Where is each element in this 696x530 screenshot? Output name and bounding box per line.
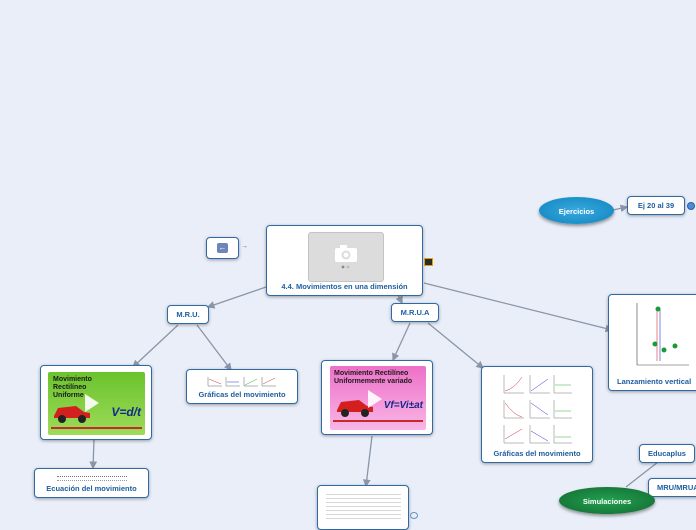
video-play-icon[interactable]	[85, 394, 99, 412]
mrua-video-node[interactable]: Movimiento Rectilíneo Uniformemente vari…	[321, 360, 433, 435]
mru-video-thumbnail[interactable]: Movimiento Rectilíneo Uniforme V=d/t	[48, 372, 145, 435]
mru-mrua-node[interactable]: MRU/MRUA	[648, 478, 696, 497]
mrua-node[interactable]: M.R.U.A	[391, 303, 439, 322]
camera-placeholder-icon	[308, 232, 384, 282]
small-arrow-icon: →	[241, 243, 248, 250]
ej-node[interactable]: Ej 20 al 39	[627, 196, 685, 215]
simulaciones-node[interactable]: Simulaciones	[559, 487, 655, 514]
car-icon	[54, 406, 90, 423]
note-icon[interactable]	[424, 258, 433, 266]
educaplus-node[interactable]: Educaplus	[639, 444, 695, 463]
graficas-mrua-node[interactable]: Gráficas del movimiento	[481, 366, 593, 463]
link-mrua-video	[392, 322, 411, 362]
mru-node[interactable]: M.R.U.	[167, 305, 209, 324]
vertical-launch-thumbnail	[636, 303, 689, 366]
link-root-mru	[206, 286, 267, 309]
mrua-equations-node[interactable]	[317, 485, 409, 530]
video-play-icon[interactable]	[368, 390, 382, 408]
lanzamiento-node[interactable]: Lanzamiento vertical	[608, 294, 696, 391]
link-mrua-video-down	[362, 435, 373, 488]
back-arrow-icon: ←	[217, 243, 228, 253]
link-root-lanzamiento	[423, 282, 614, 333]
equation-thumbnail	[57, 476, 127, 481]
mru-video-node[interactable]: Movimiento Rectilíneo Uniforme V=d/t	[40, 365, 152, 440]
root-title: 4.4. Movimientos en una dimensión	[281, 282, 408, 291]
mru-formula: V=d/t	[111, 405, 141, 419]
link-video-ecuacion	[89, 438, 98, 470]
mru-graphs-thumbnail	[207, 377, 276, 387]
car-icon	[337, 400, 373, 417]
equations-thumbnail	[326, 491, 401, 521]
mrua-video-thumbnail[interactable]: Movimiento Rectilíneo Uniformemente vari…	[330, 366, 426, 430]
root-node[interactable]: 4.4. Movimientos en una dimensión	[266, 225, 423, 296]
link-mru-graficas	[196, 324, 232, 372]
mrua-formula: Vf=Vi±at	[383, 400, 423, 411]
mrua-graphs-thumbnail	[503, 375, 572, 444]
ecuacion-node[interactable]: Ecuación del movimiento	[34, 468, 149, 498]
back-node[interactable]: ←	[206, 237, 239, 259]
globe-link-icon[interactable]	[687, 202, 695, 210]
link-root-mrua	[395, 294, 403, 305]
graficas-mru-node[interactable]: Gráficas del movimiento	[186, 369, 298, 404]
link-mrua-graficas	[427, 322, 485, 369]
link-ejercicios-ej	[612, 204, 629, 213]
ejercicios-node[interactable]: Ejercicios	[539, 197, 614, 224]
mru-thumb-title: Movimiento Rectilíneo Uniforme	[53, 376, 92, 399]
mrua-thumb-title: Movimiento Rectilíneo Uniformemente vari…	[334, 370, 413, 385]
link-mru-video	[132, 324, 179, 368]
small-link-icon[interactable]	[410, 512, 418, 519]
